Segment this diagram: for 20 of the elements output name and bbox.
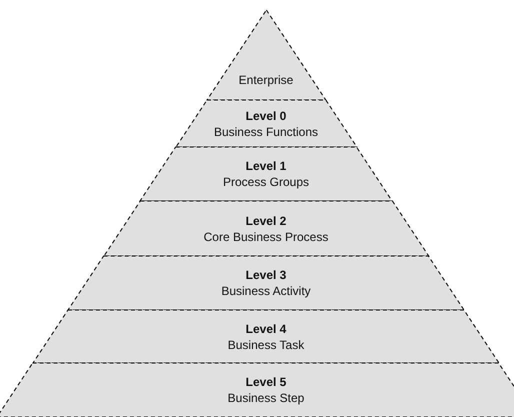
level-label: Business Step — [228, 390, 304, 406]
level-title: Level 4 — [246, 320, 286, 336]
level-title: Level 3 — [246, 267, 286, 283]
pyramid-level — [33, 310, 499, 363]
pyramid-level — [140, 147, 392, 201]
level-title: Level 2 — [246, 212, 286, 228]
level-label: Core Business Process — [204, 228, 328, 244]
pyramid-level — [104, 201, 428, 256]
level-label: Business Functions — [214, 124, 318, 140]
pyramid-level — [68, 256, 464, 310]
level-title: Level 0 — [246, 108, 286, 124]
level-label: Enterprise — [238, 72, 294, 88]
pyramid-level — [0, 363, 514, 417]
level-title: Level 5 — [246, 374, 286, 390]
level-label: Business Activity — [221, 283, 311, 299]
level-title: Level 1 — [246, 158, 286, 174]
pyramid-level — [176, 100, 356, 147]
level-label: Business Task — [228, 336, 304, 352]
level-label: Process Groups — [222, 174, 310, 190]
pyramid-level — [206, 10, 326, 100]
